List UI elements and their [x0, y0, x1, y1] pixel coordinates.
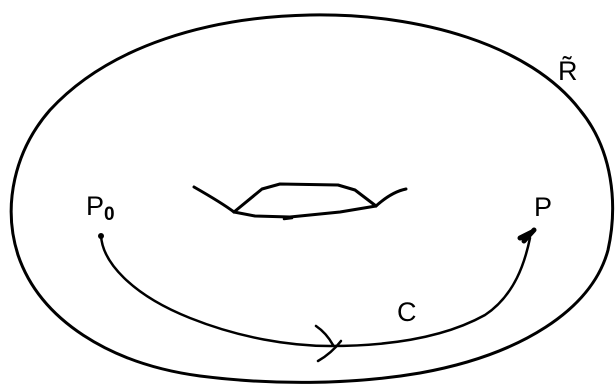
- start-point-label: P0: [86, 191, 115, 225]
- start-point-label-base: P: [86, 191, 104, 221]
- start-point-label-subscript: 0: [104, 204, 115, 225]
- curve-label: C: [397, 297, 417, 327]
- curve-c-direction-mark: [316, 326, 333, 345]
- torus-hole-upper-rim: [234, 184, 376, 212]
- end-point-label: P: [534, 192, 552, 222]
- end-point-marker: [520, 230, 534, 241]
- torus-hole-lower-rim: [234, 206, 376, 217]
- surface-label: R̃: [558, 56, 578, 86]
- torus-hole-tick: [284, 218, 292, 219]
- torus-hole-left-flare: [194, 187, 234, 212]
- start-point-marker: [98, 233, 104, 239]
- curve-c: [101, 235, 530, 346]
- torus-hole-right-flare: [376, 189, 406, 206]
- curve-c-direction-mark-tail: [318, 341, 341, 361]
